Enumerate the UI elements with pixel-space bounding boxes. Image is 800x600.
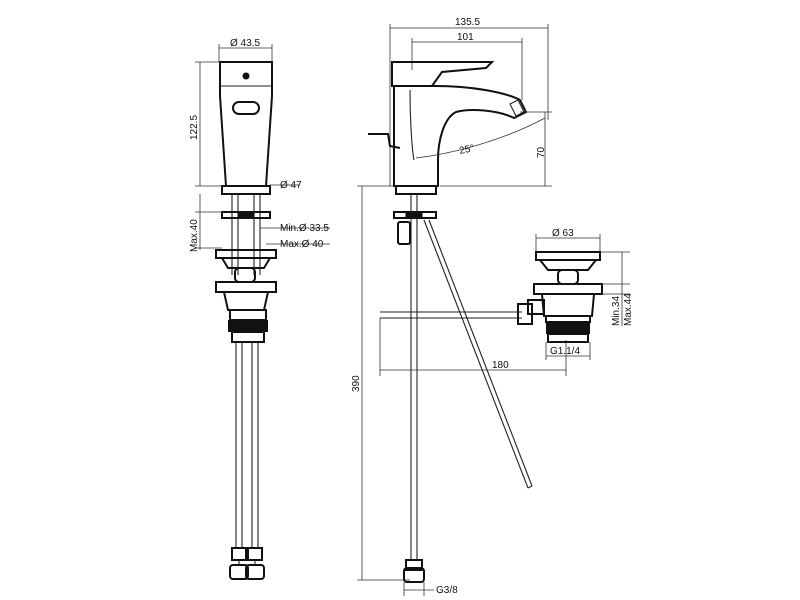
waste-thread (546, 322, 590, 334)
side-handle-lever (391, 61, 495, 87)
dim-front-min-hole: Min.Ø 33.5 (280, 223, 329, 234)
dim-front-body-height: 122.5 (189, 115, 200, 140)
dim-side-spout-reach: 101 (457, 32, 474, 43)
front-tap-body (219, 61, 273, 187)
front-view: Ø 43.5 122.5 Ø 47 Max.40 Min.Ø 33.5 Max (189, 38, 330, 580)
dim-waste-thread: G1.1/4 (550, 346, 580, 357)
dim-side-overall-depth: 135.5 (455, 17, 480, 28)
front-waste-thread (228, 320, 268, 332)
dim-side-spout-height: 70 (536, 146, 547, 158)
side-tap-body (393, 85, 528, 187)
dim-side-total-length: 390 (351, 375, 362, 392)
dim-front-max-thickness: Max.40 (189, 219, 200, 252)
dim-side-spout-angle: 25° (458, 143, 475, 157)
dim-side-connection: G3/8 (436, 585, 458, 596)
dim-front-max-hole: Max.Ø 40 (280, 239, 324, 250)
side-view: 135.5 101 25° 70 (351, 17, 567, 596)
dim-front-base-diameter: Ø 47 (280, 180, 302, 191)
waste-detail: Ø 63 Min.34 Max.44 G1.1/4 (527, 228, 634, 360)
dim-waste-max: Max.44 (623, 293, 634, 326)
dim-rod-length: 180 (492, 360, 509, 371)
dim-waste-min: Min.34 (611, 296, 622, 326)
dim-front-spout-diameter: Ø 43.5 (230, 38, 260, 49)
dim-waste-diameter: Ø 63 (552, 228, 574, 239)
